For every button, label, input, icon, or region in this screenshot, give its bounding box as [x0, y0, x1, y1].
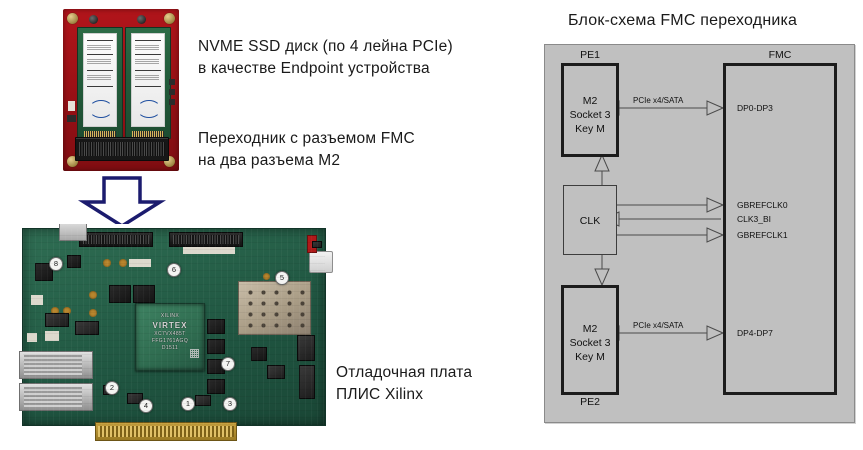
block-pe1-m2-text: M2 Socket 3 Key M	[569, 95, 611, 136]
capacitor	[263, 273, 270, 280]
fmc-signal-gbrefclk1: GBREFCLK1	[737, 230, 788, 240]
callout-marker: 8	[49, 257, 63, 271]
capacitor	[89, 291, 97, 299]
connector	[297, 335, 315, 361]
smt-component	[75, 321, 99, 335]
smt-component	[127, 393, 143, 404]
screw-icon	[67, 13, 78, 24]
adapter-board-photo	[57, 6, 185, 174]
memory-chip	[133, 285, 155, 303]
fmc-signal-dp4-dp7: DP4-DP7	[737, 328, 773, 338]
m2-ssd-module	[125, 27, 171, 139]
connector	[299, 365, 315, 399]
down-arrow-icon	[77, 176, 167, 228]
rf-shield	[238, 281, 311, 335]
m2-ssd-module	[77, 27, 123, 139]
callout-marker: 1	[181, 397, 195, 411]
controller-chip	[35, 263, 53, 281]
smt-component	[27, 333, 37, 342]
block-label-pe2: PE2	[580, 396, 600, 408]
ssd-label	[131, 33, 165, 127]
capacitor	[119, 259, 127, 267]
connector	[129, 259, 151, 267]
standoff-icon	[89, 15, 98, 24]
fmc-signal-gbrefclk0: GBREFCLK0	[737, 200, 788, 210]
bus-label-pe2: PCIe x4/SATA	[633, 321, 684, 330]
smt-component	[169, 89, 175, 95]
callout-marker: 6	[167, 263, 181, 277]
capacitor	[103, 259, 111, 267]
memory-chip	[109, 285, 131, 303]
bus-label-pe1: PCIe x4/SATA	[633, 96, 684, 105]
smt-component	[31, 295, 43, 305]
fmc-signal-dp0-dp3: DP0-DP3	[737, 103, 773, 113]
diagram-title: Блок-схема FMC переходника	[568, 12, 798, 29]
block-diagram-panel: M2 Socket 3 Key M PE1 CLK M2 Socket 3 Ke…	[544, 44, 855, 423]
caption-fmc-adapter: Переходник с разъемом FMC на два разъема…	[198, 130, 415, 170]
screw-icon	[164, 13, 175, 24]
usb-port	[59, 224, 87, 241]
fmc-signal-clk3-bi: CLK3_BI	[737, 214, 772, 224]
smt-component	[67, 255, 81, 268]
smt-component	[312, 241, 322, 248]
block-clk-text: CLK	[579, 215, 601, 227]
smt-component	[207, 379, 225, 394]
power-connector	[309, 251, 333, 273]
smt-component	[45, 331, 59, 341]
callout-marker: 4	[139, 399, 153, 413]
fmc-connector	[75, 137, 169, 161]
connector	[183, 247, 235, 254]
smt-component	[169, 99, 175, 105]
callout-marker: 2	[105, 381, 119, 395]
smt-component	[67, 115, 76, 122]
caption-fpga-board: Отладочная плата ПЛИС Xilinx	[336, 364, 473, 404]
smt-component	[45, 313, 69, 327]
capacitor	[63, 307, 71, 315]
capacitor	[51, 307, 59, 315]
block-label-pe1: PE1	[580, 49, 600, 61]
smt-component	[169, 79, 175, 85]
block-pe1-m2: M2 Socket 3 Key M	[561, 63, 619, 157]
callout-marker: 3	[223, 397, 237, 411]
smt-component	[207, 319, 225, 334]
block-fmc	[723, 63, 837, 395]
qsfp-cage	[19, 351, 93, 379]
adapter-pcb	[63, 9, 179, 171]
pcie-edge-connector	[95, 422, 237, 441]
ssd-label	[83, 33, 117, 127]
smt-component	[68, 101, 75, 111]
smt-component	[267, 365, 285, 379]
smt-component	[251, 347, 267, 361]
screw-icon	[164, 156, 175, 167]
standoff-icon	[137, 15, 146, 24]
dimm-slot	[79, 232, 153, 247]
screw-icon	[67, 156, 78, 167]
block-pe2-m2-text: M2 Socket 3 Key M	[569, 323, 611, 364]
smt-component	[195, 395, 211, 406]
block-label-fmc: FMC	[768, 49, 792, 61]
dimm-slot	[169, 232, 243, 247]
smt-component	[207, 339, 225, 354]
caption-nvme-ssd: NVME SSD диск (по 4 лейна PCIe) в качест…	[198, 38, 453, 78]
callout-marker: 7	[221, 357, 235, 371]
callout-marker: 5	[275, 271, 289, 285]
block-clk: CLK	[563, 185, 617, 255]
capacitor	[89, 309, 97, 317]
qsfp-cage	[19, 383, 93, 411]
block-pe2-m2: M2 Socket 3 Key M	[561, 285, 619, 395]
